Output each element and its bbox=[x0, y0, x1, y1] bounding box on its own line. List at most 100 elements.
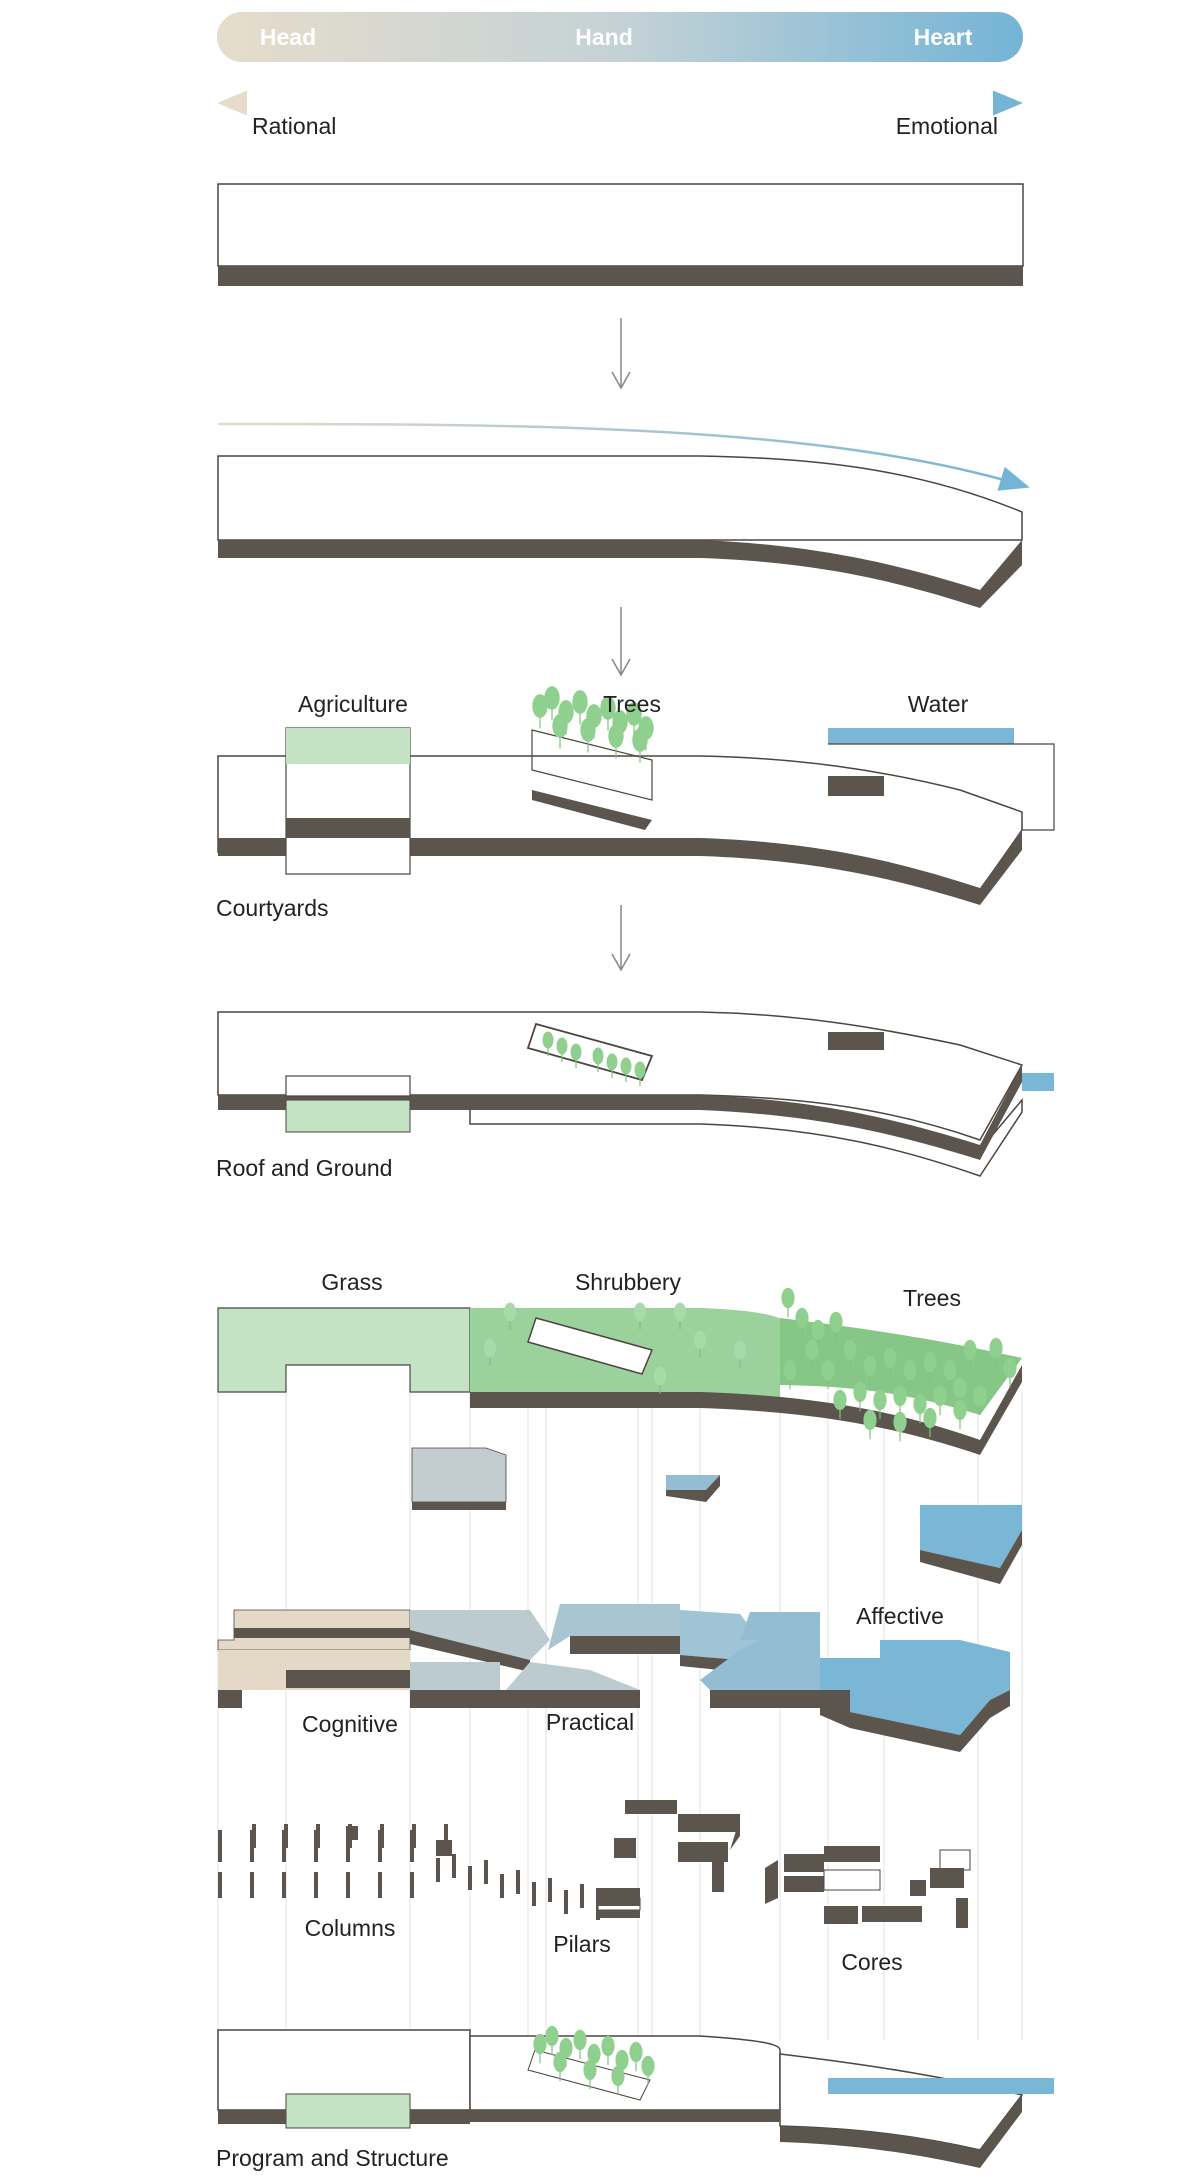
tree-cluster-landscape bbox=[483, 1287, 1017, 1442]
tree-icon bbox=[733, 1340, 747, 1368]
step2-curved-slab bbox=[217, 422, 1030, 608]
tree-icon bbox=[629, 2041, 643, 2072]
water-outline bbox=[828, 743, 1055, 831]
tree-icon bbox=[781, 1287, 795, 1318]
tree-icon bbox=[863, 1409, 877, 1440]
label-head: Head bbox=[260, 24, 316, 50]
tree-icon bbox=[673, 1302, 687, 1330]
columns-layer bbox=[218, 1824, 448, 1898]
tree-icon bbox=[843, 1339, 857, 1370]
column bbox=[346, 1872, 350, 1898]
tree-icon bbox=[592, 1047, 604, 1072]
curved-slab-edge bbox=[218, 540, 1022, 608]
tree-icon bbox=[893, 1385, 907, 1416]
tree-icon bbox=[606, 1053, 618, 1078]
pilar bbox=[452, 1854, 456, 1878]
tree-icon bbox=[556, 1037, 568, 1062]
grass-layer bbox=[217, 1307, 471, 1393]
tree-icon bbox=[829, 1311, 843, 1342]
tree-icon bbox=[553, 2051, 567, 2082]
down-arrow-2 bbox=[611, 607, 631, 677]
tree-icon bbox=[853, 1381, 867, 1412]
step3-courtyards: Agriculture Trees Water Courtyards bbox=[216, 686, 1055, 921]
water-ground bbox=[1022, 1073, 1054, 1091]
tree-cluster-step4 bbox=[542, 1031, 646, 1086]
label-courtyards: Courtyards bbox=[216, 895, 328, 921]
tree-icon bbox=[903, 1359, 917, 1390]
tree-icon bbox=[583, 2059, 597, 2090]
water-court-floor bbox=[828, 1032, 884, 1050]
pilar bbox=[516, 1870, 520, 1894]
tree-icon bbox=[544, 686, 560, 721]
column bbox=[346, 1830, 350, 1862]
label-trees-step3: Trees bbox=[603, 691, 661, 717]
tree-icon bbox=[653, 1366, 667, 1394]
tree-icon bbox=[601, 2035, 615, 2066]
gradient-bar: Head Hand Heart bbox=[217, 12, 1023, 62]
roof-slab bbox=[217, 1011, 1024, 1141]
tree-icon bbox=[943, 1359, 957, 1390]
step4-roof-ground: Roof and Ground bbox=[216, 1011, 1054, 1181]
down-arrow-1 bbox=[611, 318, 631, 390]
pilar bbox=[484, 1860, 488, 1884]
pilar bbox=[580, 1884, 584, 1908]
tree-icon bbox=[611, 2065, 625, 2096]
tree-icon bbox=[620, 1057, 632, 1082]
label-hand: Hand bbox=[575, 24, 633, 50]
pilar bbox=[548, 1878, 552, 1902]
tree-icon bbox=[572, 690, 588, 725]
trees-courtyard-outline bbox=[531, 729, 653, 801]
tree-icon bbox=[532, 694, 548, 729]
shrubbery-opening bbox=[527, 1317, 654, 1375]
tree-icon bbox=[933, 1385, 947, 1416]
agri-opening bbox=[285, 1075, 411, 1097]
tree-icon bbox=[632, 728, 648, 763]
label-agriculture: Agriculture bbox=[298, 691, 408, 717]
curve-arrow bbox=[217, 422, 1030, 491]
label-practical: Practical bbox=[546, 1709, 634, 1735]
label-shrubbery: Shrubbery bbox=[575, 1269, 682, 1295]
column-cap bbox=[346, 1826, 358, 1840]
tree-icon bbox=[573, 2029, 587, 2060]
label-heart: Heart bbox=[914, 24, 973, 50]
landscape-edge bbox=[218, 1365, 1022, 1455]
tree-icon bbox=[923, 1407, 937, 1438]
tree-icon bbox=[989, 1337, 1003, 1368]
tree-icon bbox=[973, 1385, 987, 1416]
tree-cluster-step3 bbox=[532, 686, 654, 763]
down-arrow-3 bbox=[611, 905, 631, 972]
program-blocks bbox=[217, 1447, 1022, 1752]
tree-icon bbox=[608, 724, 624, 759]
tree-icon bbox=[913, 1393, 927, 1424]
tree-icon bbox=[923, 1351, 937, 1382]
label-rational: Rational bbox=[252, 113, 336, 139]
water-strip bbox=[828, 728, 1014, 744]
exploded-view: Grass Shrubbery Trees bbox=[216, 1269, 1054, 2171]
tree-icon bbox=[863, 1355, 877, 1386]
trees-courtyard-floor bbox=[532, 790, 652, 830]
pilars-layer bbox=[436, 1840, 641, 1920]
tree-icon bbox=[503, 1302, 517, 1330]
tree-icon bbox=[600, 696, 616, 731]
tree-icon bbox=[873, 1389, 887, 1420]
water-floor bbox=[828, 776, 884, 796]
tree-icon bbox=[893, 1411, 907, 1442]
column bbox=[282, 1872, 286, 1898]
agriculture-floor bbox=[286, 818, 410, 838]
pilar bbox=[436, 1858, 440, 1882]
label-columns: Columns bbox=[305, 1915, 396, 1941]
column bbox=[282, 1830, 286, 1862]
cores-layer bbox=[596, 1800, 971, 1928]
tree-icon bbox=[953, 1399, 967, 1430]
rational-emotional-axis: Rational Emotional bbox=[217, 90, 1023, 139]
tree-icon bbox=[805, 1339, 819, 1370]
label-pilars: Pilars bbox=[553, 1931, 611, 1957]
label-water: Water bbox=[908, 691, 969, 717]
slab-edge bbox=[218, 266, 1023, 286]
pilar bbox=[564, 1890, 568, 1914]
tree-icon bbox=[641, 2055, 655, 2086]
tree-icon bbox=[963, 1339, 977, 1370]
tree-icon bbox=[634, 1061, 646, 1086]
tree-icon bbox=[483, 1338, 497, 1366]
label-cognitive: Cognitive bbox=[302, 1711, 398, 1737]
